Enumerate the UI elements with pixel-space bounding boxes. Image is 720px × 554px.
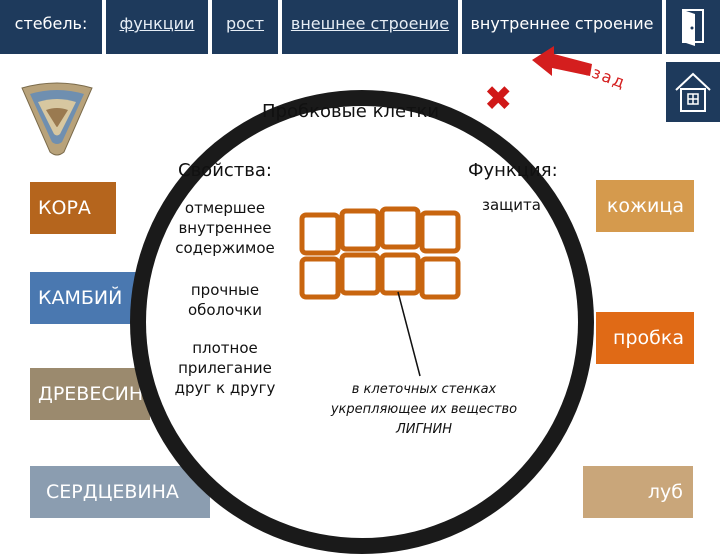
epidermis-button[interactable]: кожица [596,180,694,232]
tab-growth-label: рост [225,14,265,33]
tab-external-structure-label: внешнее строение [290,14,450,33]
cambium-label: КАМБИЙ [38,287,123,309]
cork-cells-illustration [299,206,461,300]
stem-cross-section-icon[interactable] [18,80,96,158]
tab-internal-structure-label: внутреннее строение [470,14,654,33]
tab-growth[interactable]: рост [212,0,278,54]
tab-functions-label: функции [119,14,195,33]
property-strong-walls: прочные оболочки [187,281,263,319]
property-dead-content: отмершее внутреннее содержимое [175,199,275,257]
phloem-label: луб [647,481,683,503]
stem-label-text: стебель: [14,14,88,33]
cortex-button[interactable]: КОРА [30,182,116,234]
property-tight-fit: плотное прилегание друг к другу [174,339,276,397]
close-cross-icon[interactable]: ✖ [484,79,513,119]
function-value: защита [482,196,541,214]
tab-internal-structure[interactable]: внутреннее строение [462,0,662,54]
home-icon [675,72,711,112]
back-button[interactable]: назад [532,46,632,93]
epidermis-label: кожица [606,195,684,217]
pith-label: СЕРДЦЕВИНА [46,481,179,503]
phloem-button[interactable]: луб [583,466,693,518]
exit-door-icon [682,9,704,46]
cork-button[interactable]: пробка [596,312,694,364]
pointer-line [397,291,421,377]
lignin-caption: в клеточных стенках укрепляющее их вещес… [330,382,518,437]
function-header: Функция: [468,160,558,181]
wood-button[interactable]: ДРЕВЕСИНА [30,368,156,420]
cambium-button[interactable]: КАМБИЙ [30,272,140,324]
top-navigation-bar: стебель: функции рост внешнее строение в… [0,0,720,54]
tab-external-structure[interactable]: внешнее строение [282,0,458,54]
exit-button[interactable] [666,0,720,54]
panel-title: Пробковые клетки [262,101,440,122]
pith-button[interactable]: СЕРДЦЕВИНА [30,466,210,518]
home-button[interactable] [666,62,720,122]
wood-label: ДРЕВЕСИНА [38,383,157,405]
stem-label: стебель: [0,0,102,54]
cork-label: пробка [613,327,684,349]
info-panel [146,106,578,538]
tab-functions[interactable]: функции [106,0,208,54]
properties-header: Свойства: [178,160,272,181]
cortex-label: КОРА [38,197,91,219]
back-arrow-icon [532,46,592,76]
